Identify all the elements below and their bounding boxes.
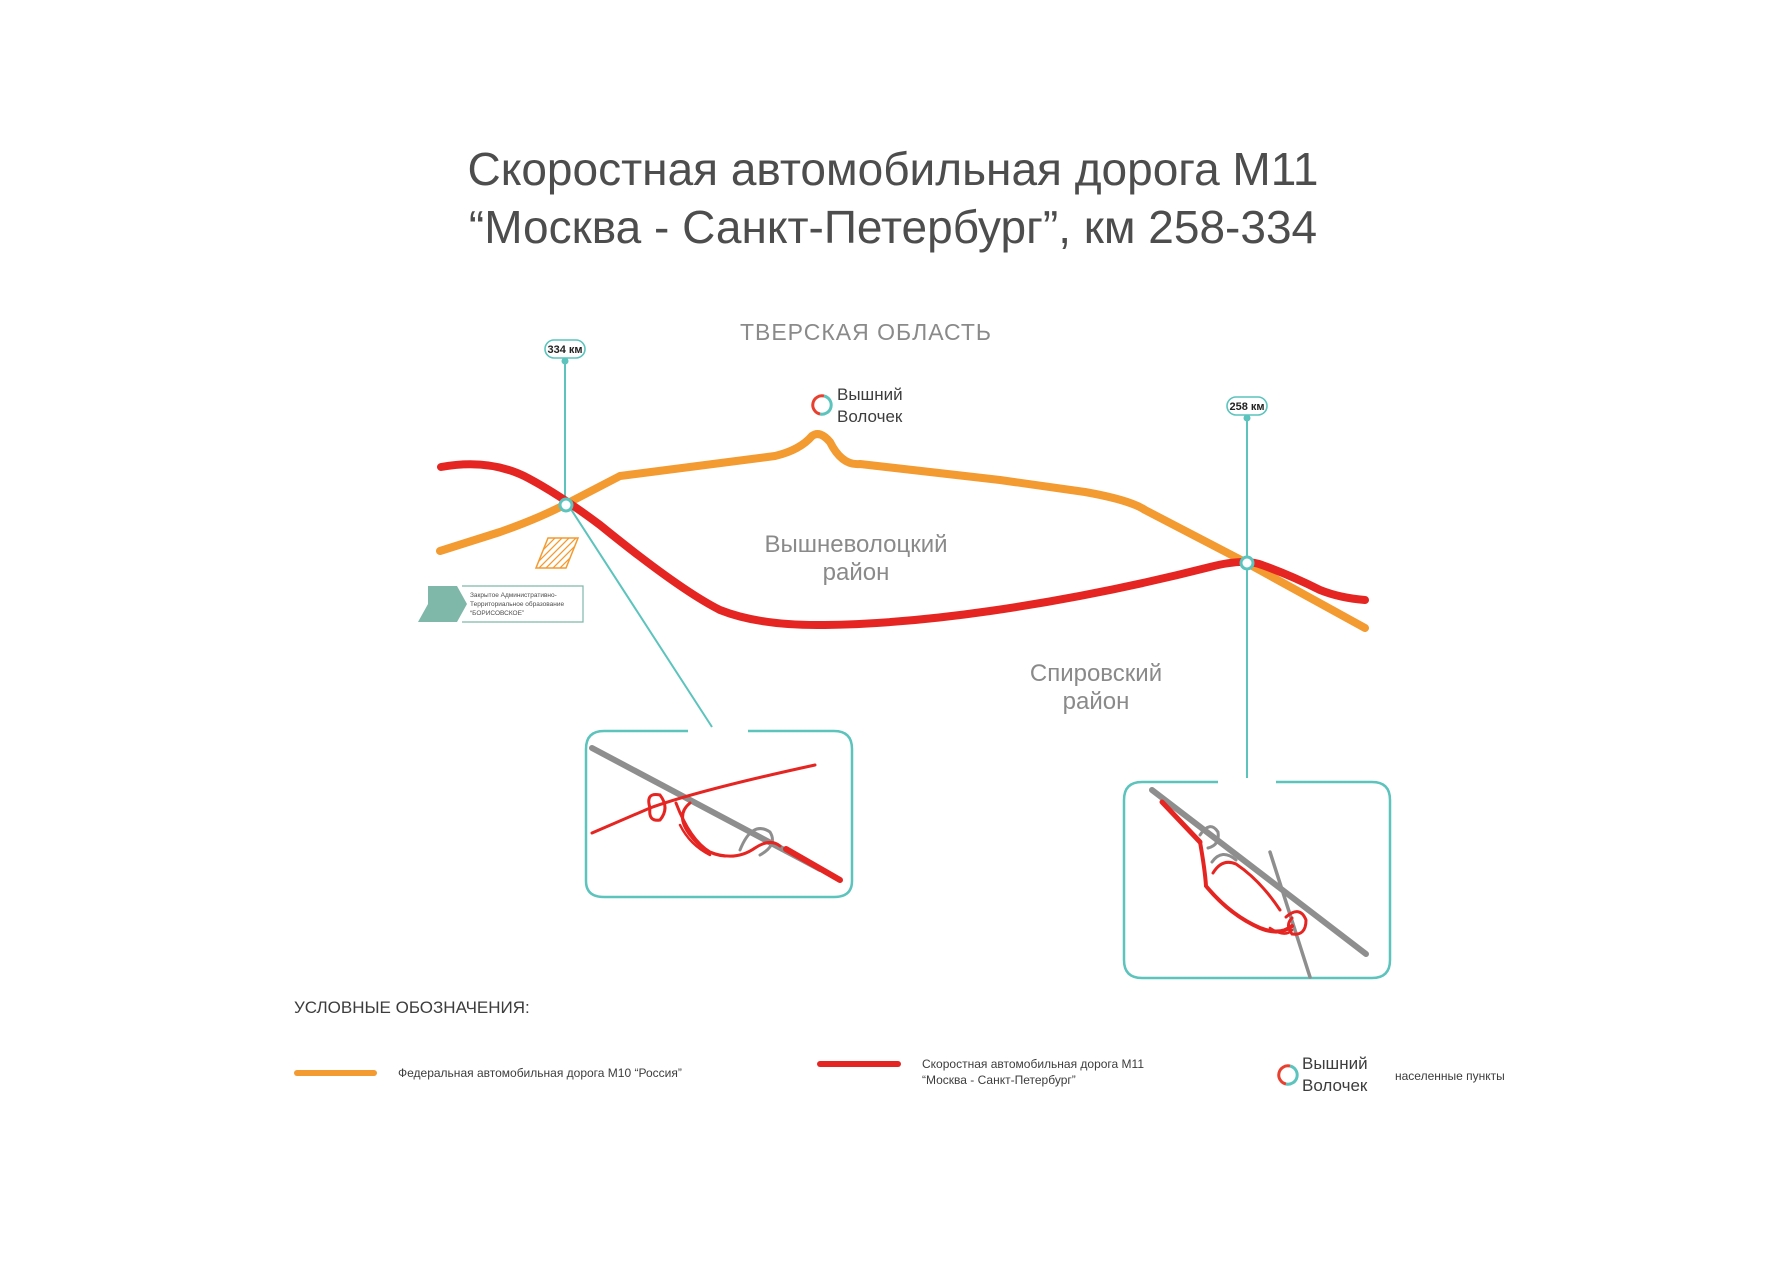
leader-lines	[564, 360, 1248, 778]
km-marker-334: 334 км	[544, 339, 586, 365]
district-spirovsky-line-2: район	[1063, 688, 1130, 715]
legend: УСЛОВНЫЕ ОБОЗНАЧЕНИЯ: Федеральная автомо…	[294, 998, 1505, 1095]
city-name-line-2: Волочек	[837, 407, 903, 426]
zato-line-1: Закрытое Административно-	[470, 592, 557, 599]
legend-city-line-1: Вышний	[1302, 1054, 1368, 1073]
zato-badge: Закрытое Административно- Территориально…	[418, 585, 584, 623]
legend-settlement-label: населенные пункты	[1395, 1069, 1505, 1083]
km-marker-334-label: 334 км	[547, 344, 582, 356]
settlement-icon	[811, 394, 833, 416]
district-spirovsky-line-1: Спировский	[1030, 660, 1162, 687]
km-marker-258: 258 км	[1226, 396, 1268, 422]
leader-334-diagonal	[564, 499, 713, 728]
legend-m11-line-1: Скоростная автомобильная дорога М11	[922, 1057, 1144, 1071]
title-line-1: Скоростная автомобильная дорога М11	[467, 143, 1318, 195]
legend-m10-label: Федеральная автомобильная дорога М10 “Ро…	[398, 1066, 682, 1080]
zato-line-3: “БОРИСОВСКОЕ”	[470, 610, 524, 617]
city-vyshny-volochek: Вышний Волочек	[811, 385, 903, 426]
interchange-node-334	[558, 497, 574, 513]
district-vyshnevolotsky-line-2: район	[823, 559, 890, 586]
city-name-line-1: Вышний	[837, 385, 903, 404]
title-line-2: “Москва - Санкт-Петербург”, км 258-334	[469, 201, 1317, 253]
legend-heading: УСЛОВНЫЕ ОБОЗНАЧЕНИЯ:	[294, 998, 530, 1017]
zato-arrow-icon	[418, 586, 467, 622]
legend-city-line-2: Волочек	[1302, 1076, 1368, 1095]
zato-line-2: Территориальное образование	[470, 600, 564, 608]
inset-334-interchange	[584, 729, 854, 899]
interchange-node-258	[1239, 555, 1255, 571]
district-vyshnevolotsky-line-1: Вышневолоцкий	[764, 531, 947, 558]
region-label: ТВЕРСКАЯ ОБЛАСТЬ	[740, 319, 992, 345]
legend-settlement-icon	[1277, 1064, 1299, 1086]
legend-m11-line-2: “Москва - Санкт-Петербург”	[922, 1073, 1076, 1087]
km-marker-258-label: 258 км	[1229, 401, 1264, 413]
inset-258-interchange	[1122, 780, 1392, 980]
